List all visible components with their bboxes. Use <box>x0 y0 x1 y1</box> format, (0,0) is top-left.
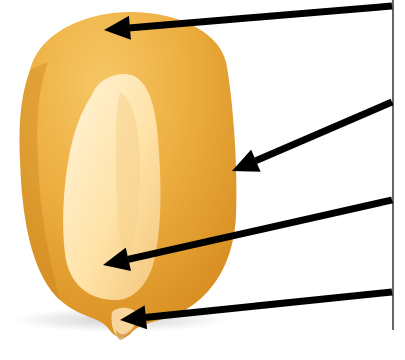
pointer-arrow-2-shaft <box>256 102 392 161</box>
